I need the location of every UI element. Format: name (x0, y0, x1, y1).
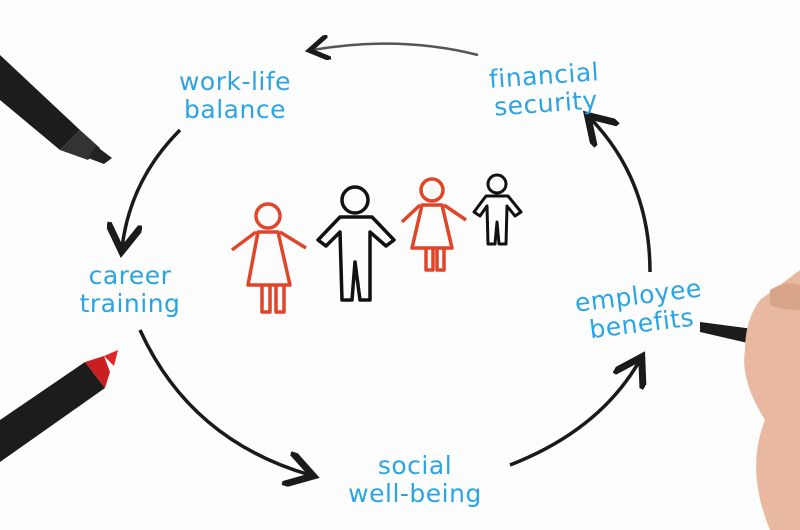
red-marker-bottom-left (0, 350, 118, 462)
red-woman-figure-2 (400, 177, 467, 272)
black-man-figure-2 (472, 173, 523, 246)
hand-holding-marker (700, 270, 800, 530)
red-woman-figure-1 (230, 202, 307, 314)
node-social-well-being: social well-being (348, 451, 482, 508)
node-career-training: career training (79, 261, 181, 318)
arrow-career-to-social (138, 329, 310, 475)
arrow-worklife-to-career (122, 128, 182, 248)
black-man-figure-1 (316, 185, 396, 302)
arrow-employee-to-financial (590, 118, 652, 273)
arrow-social-to-employee (509, 360, 640, 467)
node-work-life-balance: work-life balance (178, 67, 292, 124)
black-marker-top-left (0, 55, 112, 164)
node-financial-security: financial security (488, 57, 600, 122)
arrow-financial-to-worklife (312, 44, 479, 55)
